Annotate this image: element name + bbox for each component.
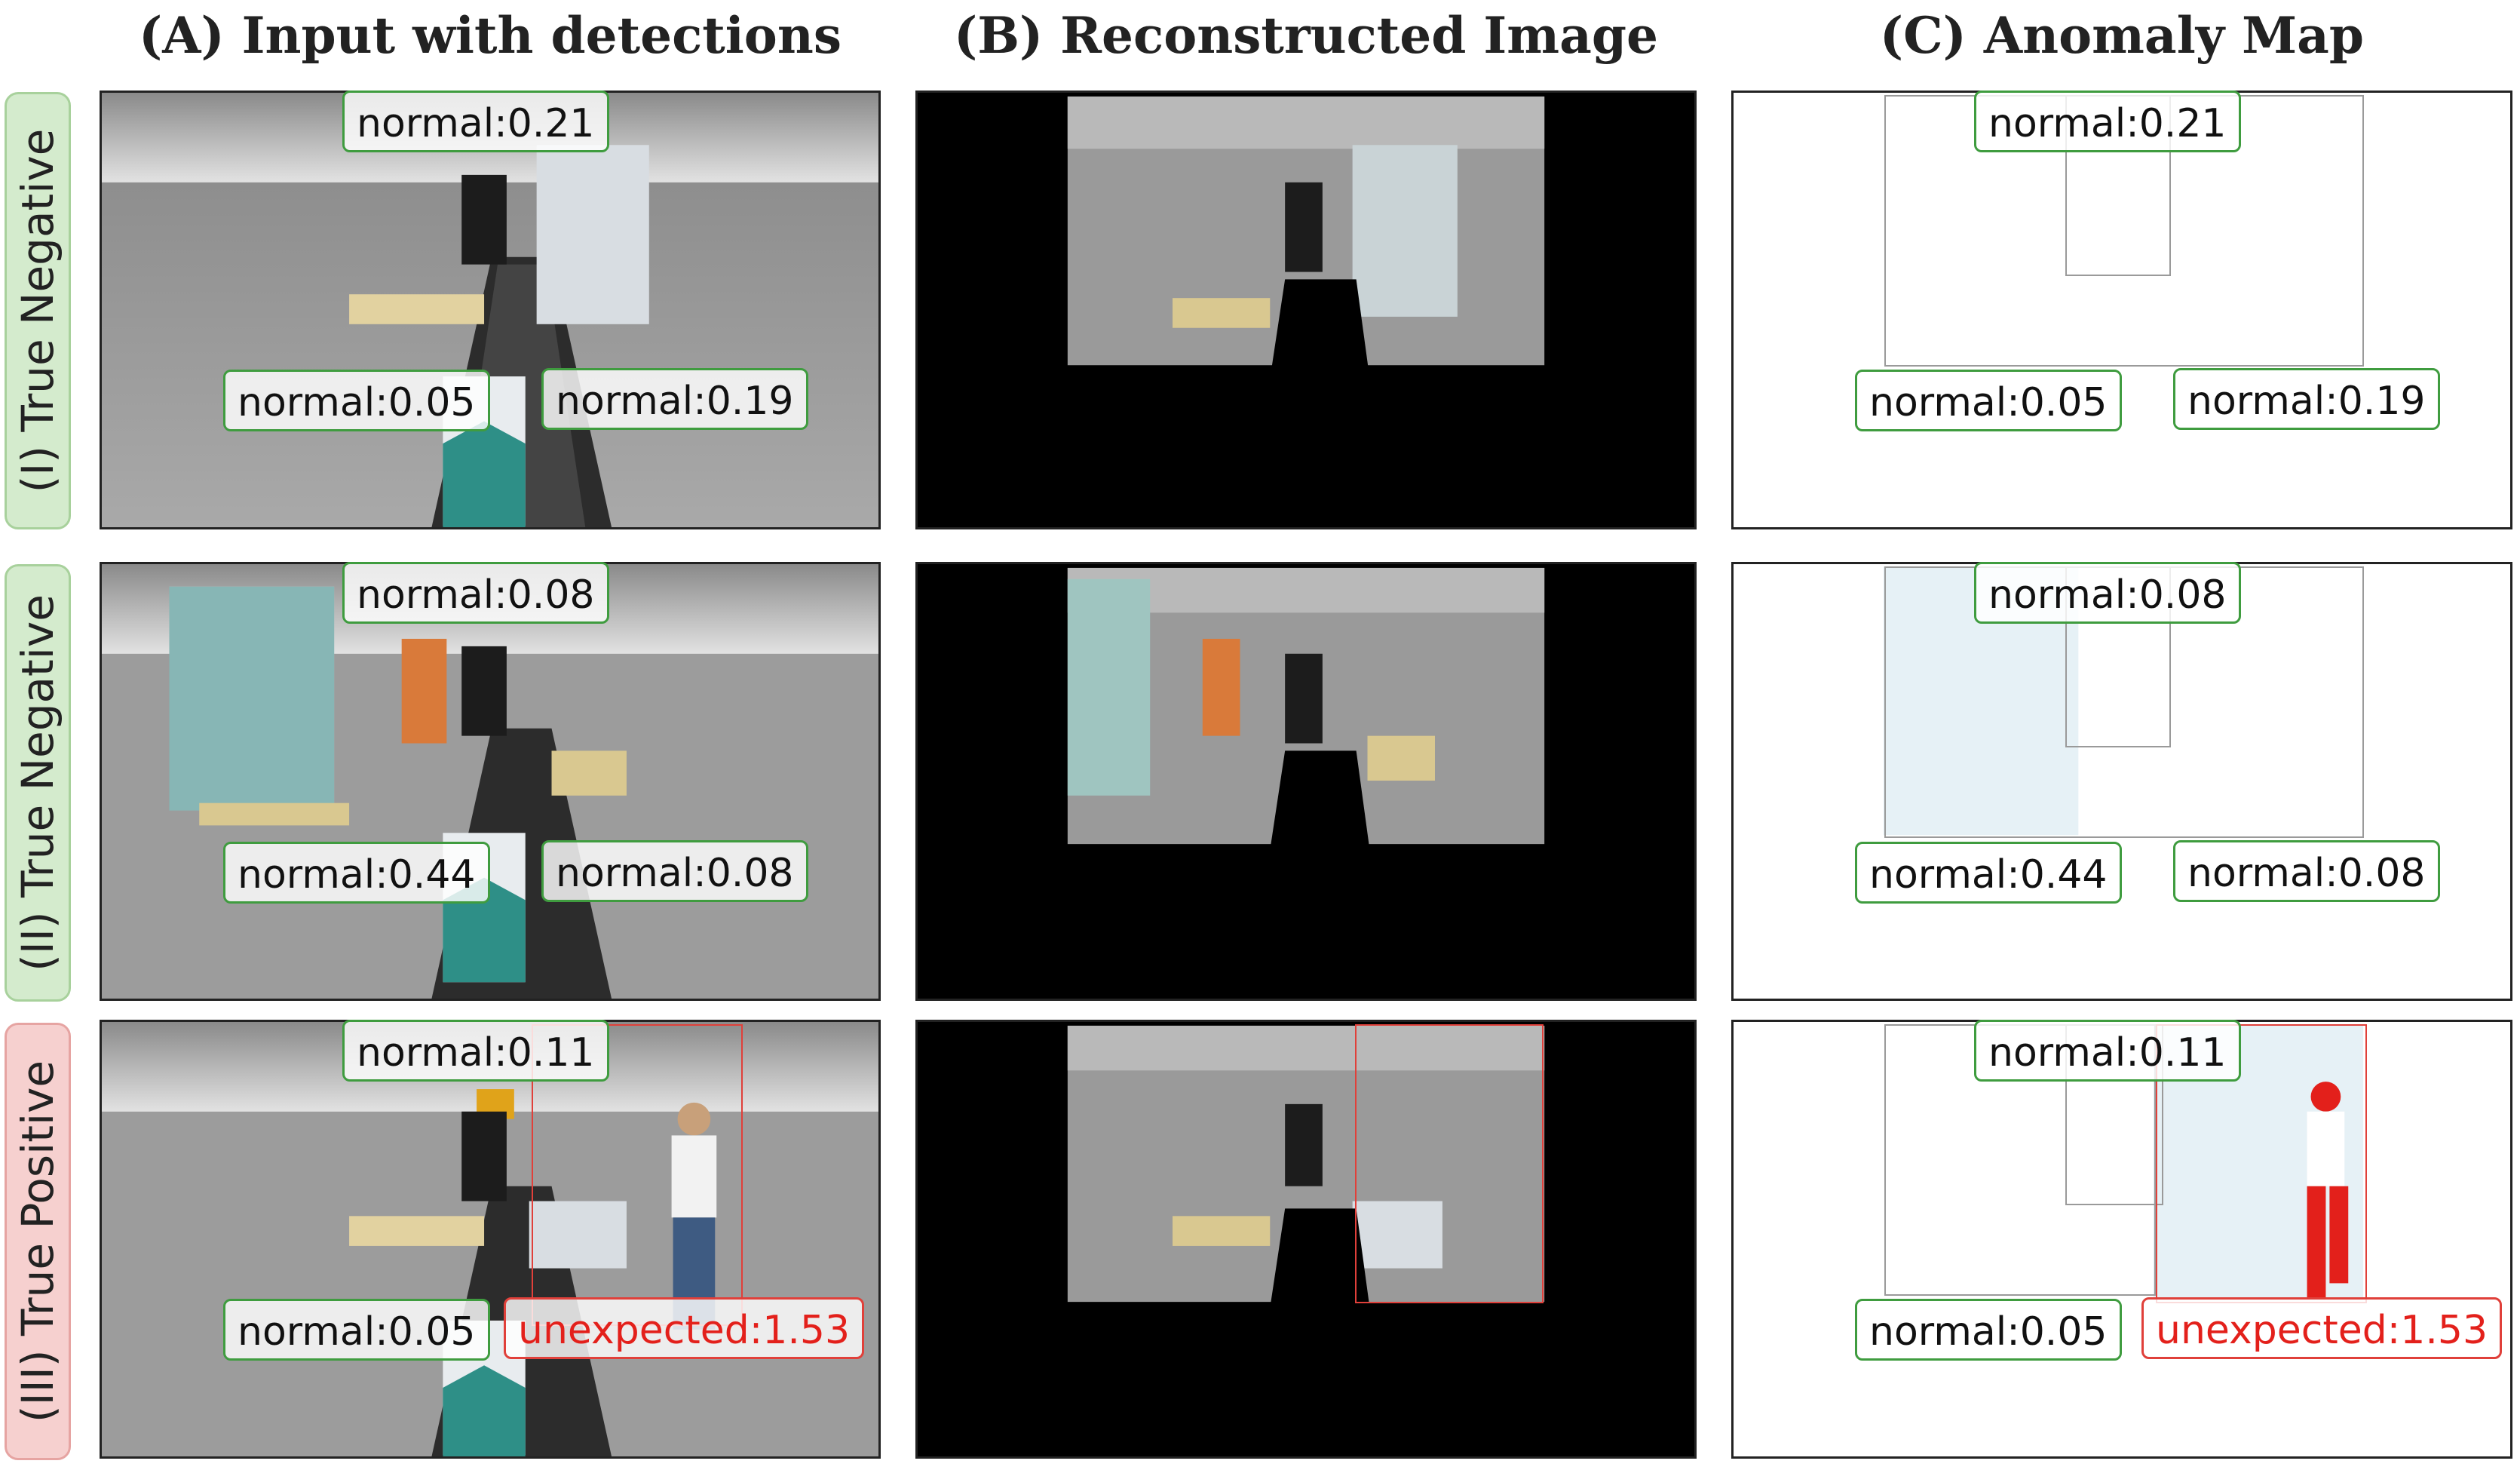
row-tag-label: (I) True Negative [12,128,63,493]
warehouse-scene [102,93,878,527]
input-panel-row1 [100,91,881,529]
detection-label: normal:0.44 [1855,842,2122,904]
anomaly-detection-label: unexpected:1.53 [504,1297,865,1359]
column-title-input: (A) Input with detections [139,6,842,65]
reconstructed-panel-row1 [915,91,1697,529]
detection-label: normal:0.05 [223,370,490,431]
anomaly-panel-row1 [1731,91,2512,529]
reconstructed-scene [918,564,1694,999]
detection-label: normal:0.21 [342,91,609,152]
detection-label: normal:0.05 [223,1299,490,1361]
detection-label: normal:0.11 [1974,1020,2241,1082]
anomaly-panel-row3 [1731,1020,2512,1459]
row-tag-true-negative-2: (II) True Negative [5,564,71,1002]
row-tag-label: (II) True Negative [12,594,63,971]
row-tag-label: (III) True Positive [12,1060,63,1423]
detection-label: normal:0.19 [541,368,808,430]
anomaly-panel-row2 [1731,562,2512,1001]
detection-label: normal:0.08 [2173,840,2440,902]
reconstructed-scene [918,1022,1694,1456]
reconstructed-panel-row3 [915,1020,1697,1459]
input-panel-row3 [100,1020,881,1459]
detection-label: normal:0.19 [2173,368,2440,430]
reconstructed-panel-row2 [915,562,1697,1001]
anomaly-detection-label: unexpected:1.53 [2141,1297,2503,1359]
detection-label: normal:0.44 [223,842,490,904]
detection-label: normal:0.21 [1974,91,2241,152]
row-tag-true-negative-1: (I) True Negative [5,92,71,529]
anomaly-bounding-box [1355,1024,1544,1303]
reconstructed-scene [918,93,1694,527]
column-title-reconstructed: (B) Reconstructed Image [953,6,1659,65]
input-panel-row2 [100,562,881,1001]
detection-label: normal:0.05 [1855,370,2122,431]
detection-label: normal:0.08 [541,840,808,902]
row-tag-true-positive: (III) True Positive [5,1023,71,1460]
warehouse-scene [102,1022,878,1456]
detection-label: normal:0.08 [1974,562,2241,624]
column-title-anomaly: (C) Anomaly Map [1879,6,2365,65]
detection-label: normal:0.05 [1855,1299,2122,1361]
warehouse-scene [102,564,878,999]
detection-label: normal:0.11 [342,1020,609,1082]
detection-label: normal:0.08 [342,562,609,624]
